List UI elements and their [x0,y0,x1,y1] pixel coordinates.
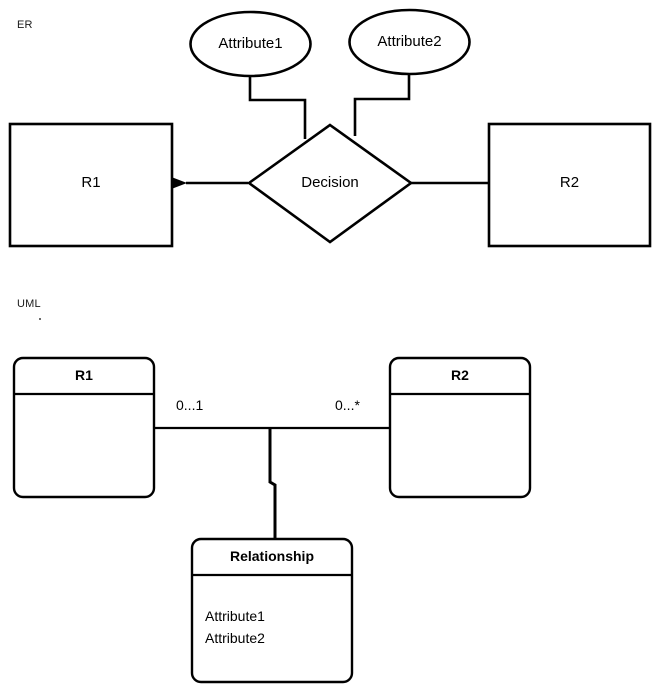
uml-association-class-stem [268,429,277,539]
uml-association-class-attribute-2: Attribute2 [205,630,265,646]
er-entity-r1-label: R1 [81,174,101,191]
er-attribute2-label: Attribute2 [377,33,442,50]
stray-dot-artifact [39,318,41,320]
uml-association-class-title: Relationship [229,548,314,564]
er-decision-diamond[interactable] [246,123,414,244]
er-entity-r2-box[interactable] [487,122,652,248]
er-entity-r2-label: R2 [559,174,580,191]
uml-multiplicity-left: 0...1 [176,397,204,413]
er-attribute1-label: Attribute1 [218,35,283,52]
uml-class-r2-title: R2 [451,367,469,383]
uml-class-r1-title: R1 [75,367,93,383]
er-section-label: ER [17,19,33,31]
uml-association-class-attribute-1: Attribute1 [205,608,265,624]
uml-multiplicity-right: 0...* [335,397,360,413]
uml-section-label: UML [17,298,41,310]
er-entity-r1-box[interactable] [8,122,174,248]
er-attribute2-connector [353,74,411,136]
er-attribute1-connector [248,76,307,139]
er-decision-label: Decision [301,174,359,191]
